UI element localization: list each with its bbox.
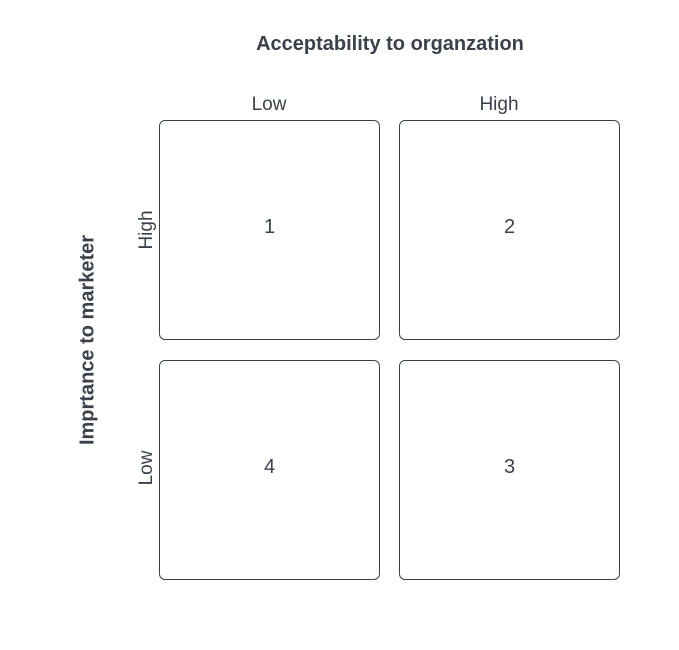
row-label-high: High xyxy=(136,210,157,250)
quadrant-1: 1 xyxy=(159,120,380,340)
quadrant-3-number: 3 xyxy=(503,455,516,478)
x-axis-title: Acceptability to organzation xyxy=(256,33,524,55)
quadrant-2: 2 xyxy=(399,120,620,340)
quadrant-4-number: 4 xyxy=(263,455,276,478)
row-label-low: Low xyxy=(136,450,157,486)
row-label-high-container: High xyxy=(132,170,162,290)
column-label-low: Low xyxy=(251,94,287,115)
y-axis-title-container: Imprtance to marketer xyxy=(38,215,138,465)
quadrant-3: 3 xyxy=(399,360,620,580)
y-axis-title: Imprtance to marketer xyxy=(76,234,99,446)
quadrant-2-number: 2 xyxy=(503,215,516,238)
column-label-high: High xyxy=(479,94,519,115)
quadrant-4: 4 xyxy=(159,360,380,580)
row-label-low-container: Low xyxy=(132,408,162,528)
quadrant-1-number: 1 xyxy=(263,215,276,238)
